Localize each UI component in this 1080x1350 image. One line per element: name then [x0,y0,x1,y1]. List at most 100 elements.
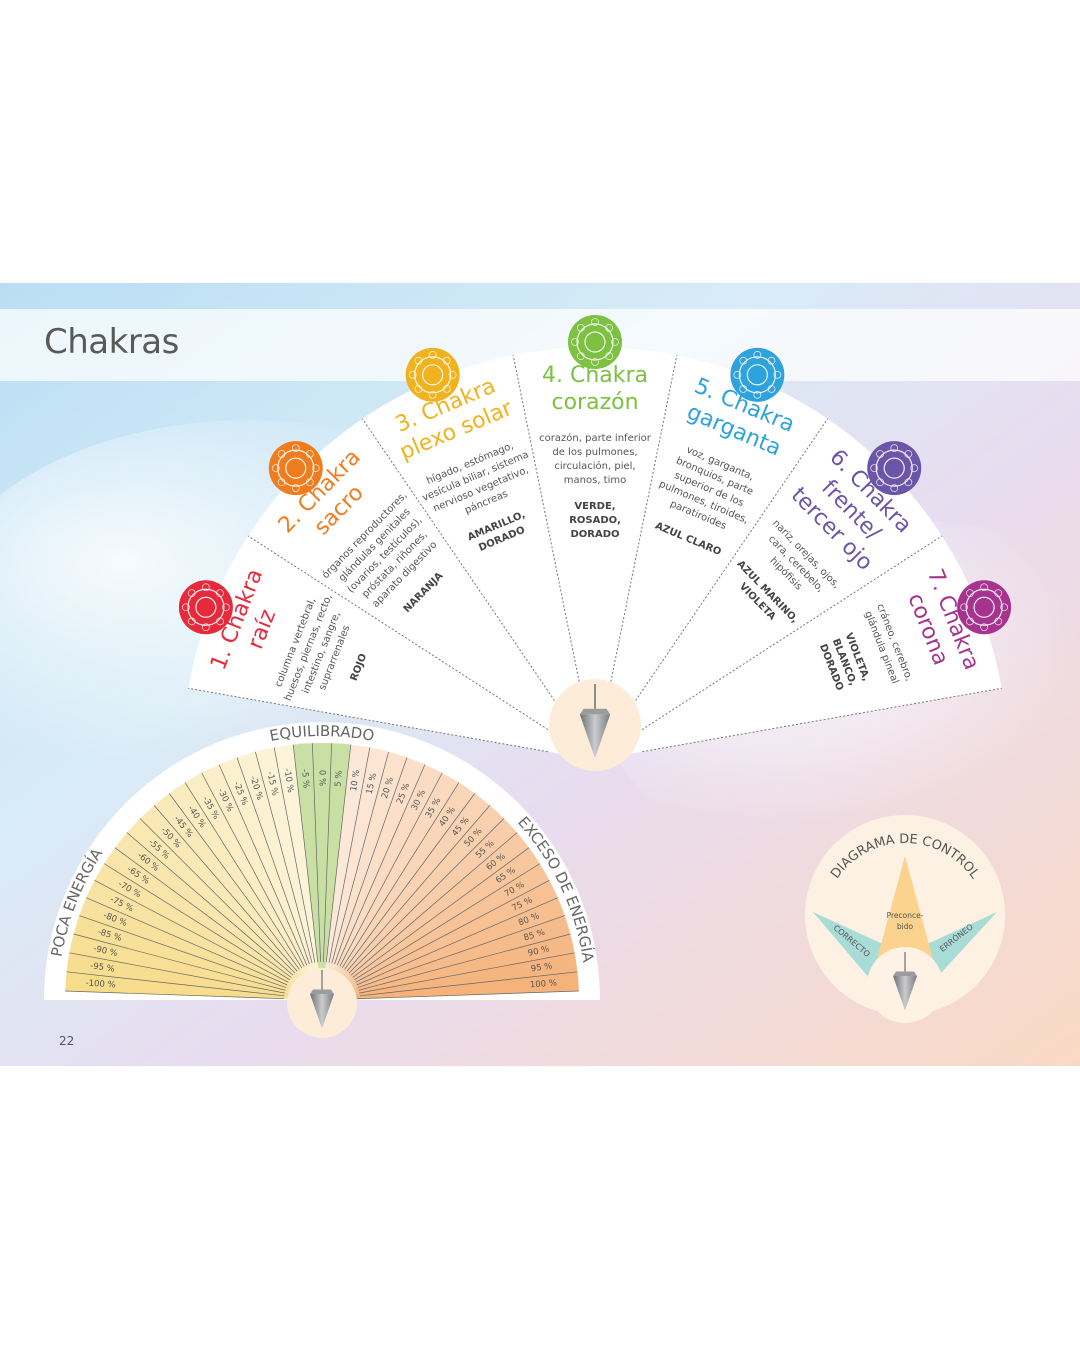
scale-divider [350,832,518,976]
scale-segment [322,751,408,1000]
sector-divider [604,355,678,714]
icon-petal [571,338,579,346]
scale-segment [322,915,571,1000]
scale-segment [219,757,322,1000]
scale-divider [66,971,285,997]
scale-segment [322,863,550,1000]
scale-segment [322,897,565,1000]
scale-divider [358,933,571,991]
icon-petal [442,356,451,365]
icon-petal [890,484,899,493]
scale-segment [322,818,518,1000]
icon-petal [271,464,280,473]
scale-segment [73,915,322,1000]
icon-petal [773,370,782,379]
scale-divider [218,764,308,966]
icon-petal [291,484,300,493]
scale-divider [201,772,305,967]
scale-tick-label: -100 % [85,978,116,990]
chakra-1-symbol-icon [178,580,233,635]
scale-segment [79,897,322,1000]
scale-divider [359,952,575,994]
sector-divider [512,355,586,714]
scale-segment [322,832,530,1000]
scale-segment [236,751,322,1000]
chakra-body-line: circulación, piel, [554,460,635,472]
icon-petal [904,450,913,458]
scale-segment [126,818,322,1000]
icon-petal [277,478,286,487]
icon-petal [442,385,451,393]
scale-center-label-text: EQUILIBRADO [268,722,376,745]
sector-divider [621,418,829,721]
scale-divider [346,805,491,972]
chakra-5-symbol-icon [730,347,785,402]
icon-petal [311,464,320,473]
icon-petal [767,385,776,393]
scale-divider [168,793,300,970]
icon-petal [306,478,314,487]
sector-divider [642,687,1002,753]
icon-petal [611,338,619,346]
scale-divider [323,743,332,963]
scale-tick-label: 5 % [334,770,345,787]
icon-petal [870,464,879,473]
chakra-7-symbol-icon [957,580,1012,635]
scale-divider [328,747,371,963]
scale-divider [339,772,443,967]
icon-petal [876,478,884,487]
scale-divider [184,782,303,969]
icon-petal [576,323,585,332]
icon-petal [216,589,224,598]
scale-divider [73,933,286,991]
sector-divider [635,535,943,735]
icon-ring [875,449,913,487]
icon-petal [980,623,989,632]
chakra-color-line: DORADO [570,529,619,540]
icon-petal [966,589,974,598]
scale-divider [356,897,558,986]
scale-segment [322,847,540,1000]
pendulum-top [310,989,334,994]
icon-petal [221,603,230,612]
scale-segment [322,764,443,1000]
scale-segment [322,772,459,1000]
icon-disc [867,441,922,496]
scale-divider [312,743,321,963]
chakra-3-symbol-icon [405,347,460,402]
icon-inner-ring [746,364,768,386]
icon-petal [739,356,748,365]
icon-petal [994,617,1003,626]
pendulum-icon [893,952,917,1011]
scale-divider [321,990,579,1001]
scale-divider [355,880,550,983]
icon-petal [428,390,437,399]
icon-petal [201,583,210,592]
scale-divider [86,897,288,986]
scale-tick-label: 90 % [527,944,550,959]
chakra-body-line: manos, timo [564,475,626,486]
pendulum-cone [579,714,611,759]
icon-inner-ring [195,596,217,618]
icon-petal [414,356,423,365]
icon-inner-ring [422,364,444,386]
icon-petal [910,464,919,473]
chakra-2-symbol-icon [268,441,323,496]
pendulum-top [893,971,917,976]
pendulum-icon [310,970,334,1029]
sector-divider [247,535,555,735]
scale-tick-label: 95 % [530,961,553,974]
fan-background [188,346,1002,760]
energy-scale-fan: -100 %-95 %-90 %-85 %-80 %-75 %-70 %-65 … [44,722,600,1038]
chakra-color-line: VERDE, [574,501,615,512]
icon-ring [576,323,614,361]
icon-petal [216,617,224,626]
scale-divider [94,880,289,983]
scale-divider [354,863,541,981]
icon-disc [957,580,1012,635]
icon-ring [277,449,315,487]
icon-petal [187,617,196,626]
scale-segment [169,782,322,1000]
